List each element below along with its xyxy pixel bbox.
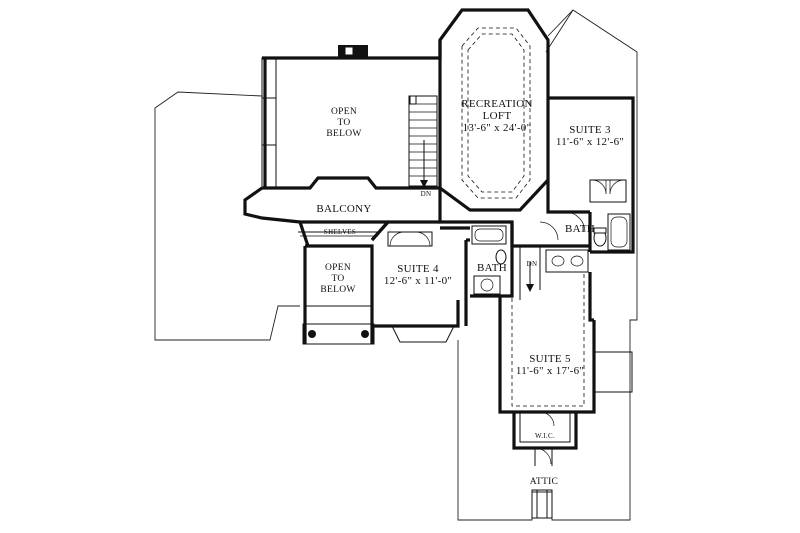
suite4-area [370, 220, 468, 343]
recreation-loft-name1: RECREATION [461, 98, 532, 110]
attic-label: ATTIC [530, 477, 558, 487]
suite3-name: SUITE 3 [569, 124, 611, 136]
attic-door [531, 489, 553, 519]
open-below-small-line1: OPEN [325, 263, 351, 273]
labels: OPEN TO BELOW RECREATION LOFT 13'-6" x 2… [316, 98, 624, 487]
open-below-small-line3: BELOW [320, 285, 355, 295]
roof-outline-right [457, 9, 638, 521]
suite5-name: SUITE 5 [529, 353, 571, 365]
hall-area: DN [510, 221, 590, 300]
recreation-loft-name2: LOFT [483, 110, 512, 122]
open-below-main-line1: OPEN [331, 107, 357, 117]
stair-dn-secondary-label: DN [527, 260, 538, 268]
open-below-main-line3: BELOW [326, 129, 361, 139]
wic-label: W.I.C. [535, 432, 555, 440]
suite5-size: 11'-6" x 17'-6" [516, 365, 584, 377]
balcony-area [243, 186, 470, 247]
shelves-label: SHELVES [324, 228, 356, 236]
bath-center-label: BATH [477, 262, 507, 274]
suite3-area [546, 96, 635, 254]
roof-outline-left [154, 91, 300, 341]
suite3-size: 11'-6" x 12'-6" [556, 136, 624, 148]
balcony-label: BALCONY [316, 203, 371, 215]
stair-main: DN [408, 95, 438, 198]
suite5-area [498, 272, 633, 466]
bath-right-label: BATH [565, 223, 595, 235]
stair-dn-label: DN [421, 190, 432, 198]
open-below-main-line2: TO [337, 118, 350, 128]
open-below-small-area [302, 244, 375, 345]
bath-center-area [466, 220, 514, 298]
suite4-name: SUITE 4 [397, 263, 439, 275]
open-below-small-line2: TO [331, 274, 344, 284]
suite4-size: 12'-6" x 11'-0" [384, 275, 452, 287]
recreation-loft-size: 13'-6" x 24'-0" [463, 122, 532, 134]
